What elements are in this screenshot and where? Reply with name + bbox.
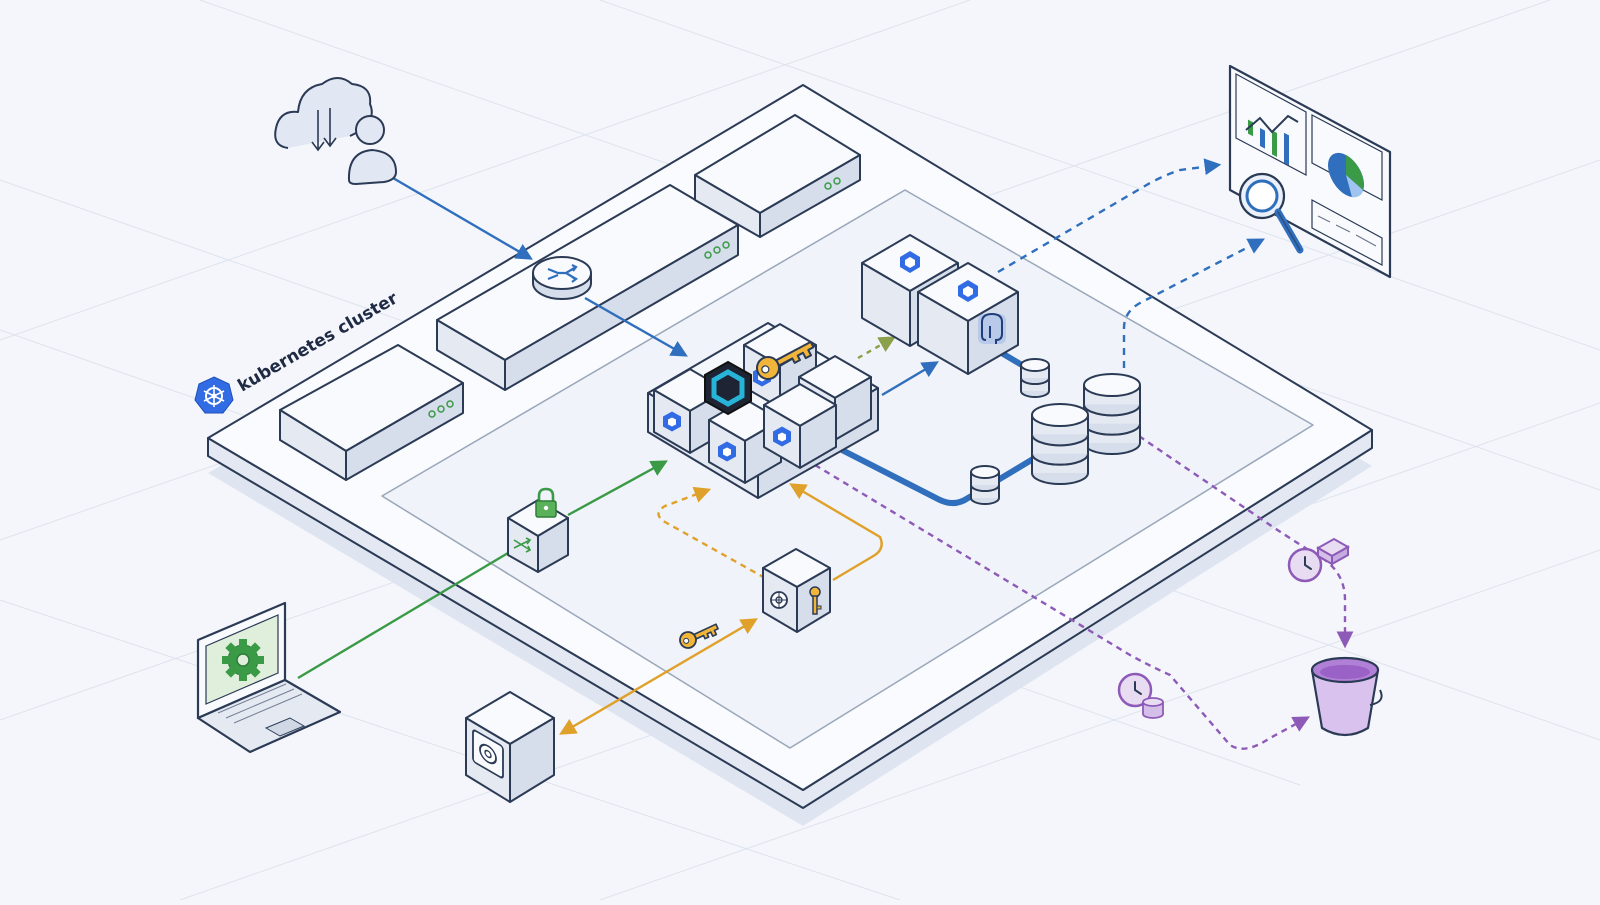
external-vault[interactable]: [465, 691, 555, 803]
key-icon: [809, 586, 822, 615]
clock-icon: [1287, 547, 1323, 583]
arrow-loadbalancer-to-pods: [584, 296, 688, 357]
safe-icon: [472, 729, 504, 779]
shuffle-arrows-icon: [513, 537, 532, 553]
cloud-icon: [274, 77, 373, 152]
padlock-icon: [535, 487, 557, 518]
k8s-pod-icon: [663, 411, 681, 432]
arrow-external-vault-sync: [559, 618, 758, 735]
replication-link: [835, 445, 1051, 506]
disk-icon: [1315, 537, 1351, 566]
arrow-laptop-to-policy: [297, 551, 509, 680]
backup-schedule[interactable]: [1117, 672, 1164, 719]
database-icon[interactable]: [970, 465, 1000, 505]
in-cluster-vault[interactable]: [762, 548, 831, 633]
key-icon: [756, 340, 815, 380]
operator-hexagon-icon: [704, 360, 752, 416]
arrow-operator-to-postgres: [857, 336, 896, 360]
k8s-pod-icon: [718, 441, 736, 462]
kubernetes-icon: [194, 376, 234, 414]
arrow-backup-path: [814, 463, 1310, 750]
arrow-users-to-loadbalancer: [392, 176, 533, 260]
user-icon: [347, 115, 398, 186]
key-icon: [679, 623, 719, 649]
router-icon: [547, 264, 579, 283]
backup-schedule[interactable]: [1287, 537, 1351, 583]
pod[interactable]: [763, 383, 837, 469]
bucket-icon: [1310, 656, 1383, 737]
arrow-pods-to-postgres: [881, 361, 939, 397]
network-policy[interactable]: [507, 487, 569, 573]
arrow-metrics-to-dashboard: [997, 158, 1222, 274]
safe-dial-icon: [770, 591, 788, 609]
arrow-db-to-dashboard: [1122, 238, 1265, 368]
cloud-users[interactable]: [274, 77, 398, 186]
postgres-elephant-icon: [978, 312, 1006, 344]
line-chart-icon: [1245, 114, 1299, 166]
database-icon[interactable]: [1020, 358, 1050, 398]
server-node[interactable]: [694, 114, 861, 238]
database-icon[interactable]: [1083, 373, 1141, 455]
arrow-policy-to-pods: [567, 460, 668, 517]
clock-icon: [1117, 672, 1153, 708]
admin-laptop[interactable]: [196, 601, 342, 754]
object-storage[interactable]: [1310, 656, 1383, 737]
k8s-pod-icon: [900, 251, 920, 273]
database-icon[interactable]: [1031, 403, 1089, 485]
gear-icon: [222, 639, 264, 681]
postgres-pod[interactable]: [917, 262, 1019, 375]
k8s-pod-icon: [958, 280, 978, 302]
pie-chart-icon: [1328, 152, 1364, 198]
monitoring-dashboard[interactable]: [1228, 64, 1392, 279]
arrow-vault-to-pods: [789, 483, 883, 582]
operator[interactable]: [704, 335, 817, 416]
k8s-pod-icon: [773, 426, 791, 447]
databases: [970, 358, 1141, 505]
magnifier-icon: [1238, 172, 1304, 254]
server-node[interactable]: [279, 344, 464, 481]
database-icon: [1142, 697, 1164, 719]
load-balancer[interactable]: [532, 256, 592, 300]
arrow-vault-to-pods-dashed: [657, 486, 766, 580]
